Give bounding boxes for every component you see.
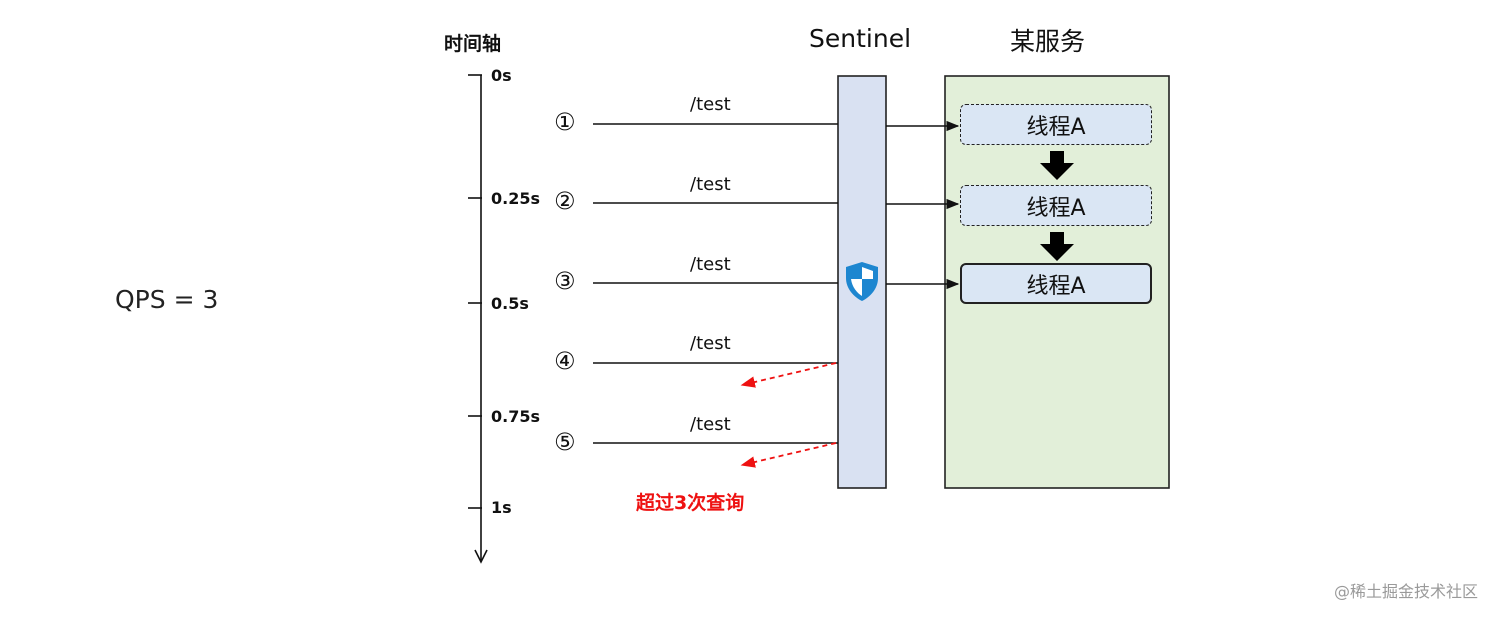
watermark: @稀土掘金技术社区 (1334, 582, 1479, 601)
request-path-label: /test (690, 94, 731, 115)
timeline-arrowhead (474, 549, 488, 564)
tick-label: 0s (491, 66, 512, 85)
request-marker: ③ (554, 267, 576, 295)
request-marker: ④ (554, 347, 576, 375)
request-path-label: /test (690, 414, 731, 435)
rejected-arrow (740, 442, 837, 468)
rejected-arrow (740, 362, 837, 388)
request-marker: ① (554, 108, 576, 136)
thread-box: 线程A (960, 185, 1152, 226)
thread-down-arrow (1040, 151, 1074, 180)
service-title: 某服务 (1010, 27, 1086, 56)
request-marker: ② (554, 187, 576, 215)
thread-down-arrow (1040, 232, 1074, 261)
thread-box: 线程A (960, 104, 1152, 145)
request-path-label: /test (690, 254, 731, 275)
tick-label: 1s (491, 498, 512, 517)
tick-label: 0.5s (491, 294, 529, 313)
shield-icon (846, 262, 878, 301)
qps-label: QPS = 3 (115, 285, 219, 314)
request-path-label: /test (690, 333, 731, 354)
request-path-label: /test (690, 174, 731, 195)
request-marker: ⑤ (554, 428, 576, 456)
tick-label: 0.75s (491, 407, 540, 426)
rejected-note: 超过3次查询 (636, 492, 745, 514)
sentinel-title: Sentinel (809, 24, 912, 53)
timeline-title: 时间轴 (444, 33, 502, 55)
thread-box: 线程A (960, 263, 1152, 304)
tick-label: 0.25s (491, 189, 540, 208)
